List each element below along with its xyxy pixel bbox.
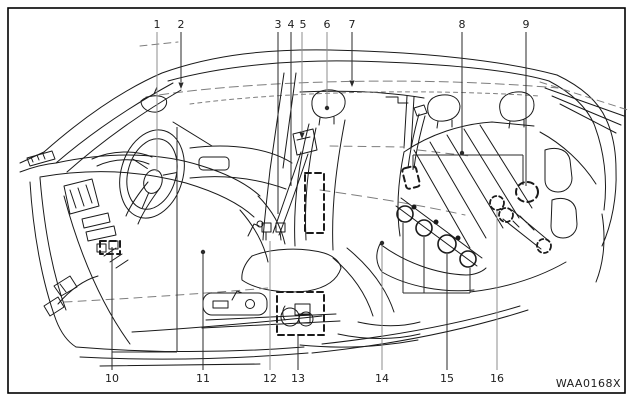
front-headrest	[311, 89, 346, 119]
rear-belt-anchor	[489, 195, 505, 211]
front-seat-side-airbag-dashed	[401, 165, 421, 190]
callout-label-7: 7	[349, 18, 356, 31]
watermark-label: WAA0168X	[556, 377, 621, 390]
b-pillar-seat-belt	[261, 72, 428, 241]
floor-and-sills	[29, 177, 567, 367]
leader-line-10	[111, 127, 178, 370]
callout-label-16: 16	[490, 372, 504, 385]
rear-quarter-trim	[539, 131, 605, 283]
steering-wheel	[119, 129, 185, 219]
control-unit-dashed-box	[276, 291, 325, 336]
callout-label-14: 14	[375, 372, 389, 385]
callout-label-12: 12	[263, 372, 277, 385]
callout-label-6: 6	[324, 18, 331, 31]
callout-labels: 1 2 3 4 5 6 7 8 9 10 11 12 13 14 15 16	[105, 18, 530, 385]
knee-airbag-dashed-box	[99, 240, 121, 255]
callout-label-10: 10	[105, 372, 119, 385]
callout-label-3: 3	[275, 18, 282, 31]
callout-label-2: 2	[178, 18, 185, 31]
callout-label-9: 9	[523, 18, 530, 31]
callout-label-5: 5	[300, 18, 307, 31]
callout-label-11: 11	[196, 372, 210, 385]
callout-label-1: 1	[154, 18, 161, 31]
windshield-a-pillar	[19, 82, 213, 173]
center-console	[239, 195, 286, 263]
rear-headrest-right	[499, 91, 535, 122]
pretensioner-dashed-box	[304, 172, 325, 234]
rear-seat-side-airbag-dashed	[515, 181, 539, 203]
driver-airbag-hub	[143, 169, 163, 194]
leader-line-8	[412, 32, 524, 185]
rear-seat	[376, 91, 552, 292]
belt-retractor	[292, 128, 318, 156]
dashboard	[26, 150, 261, 269]
callout-label-13: 13	[291, 372, 305, 385]
callout-leader-lines	[111, 32, 527, 370]
car-cutaway-illustration	[19, 41, 629, 367]
callout-label-15: 15	[440, 372, 454, 385]
callout-label-4: 4	[288, 18, 295, 31]
leader-line-15	[402, 223, 471, 370]
rear-headrest-left	[427, 94, 461, 122]
callout-label-8: 8	[459, 18, 466, 31]
curtain-airbag-dashes	[139, 41, 629, 111]
